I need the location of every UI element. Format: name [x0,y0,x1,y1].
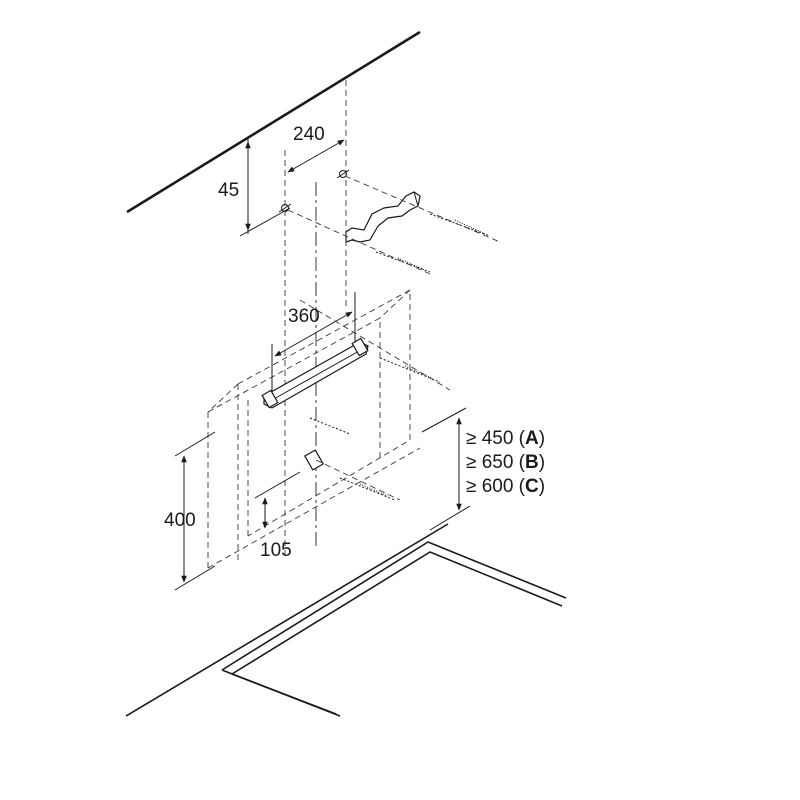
dim-400-label: 400 [164,510,196,531]
ceiling-line [126,30,421,214]
top-holes [278,169,350,213]
dim-105-label: 105 [260,540,292,561]
lower-bracket [303,449,401,501]
worktop [125,523,567,717]
clearance-a-label: ≥ 450 (A) [466,428,545,449]
clearance-c-label: ≥ 600 (C) [466,476,545,497]
dim-400: 400 [164,431,216,591]
dim-45: 45 [218,139,291,237]
canopy-outline [207,289,421,569]
dim-240-label: 240 [293,124,325,145]
middle-screws [299,299,451,435]
upper-screws [287,175,501,275]
dim-360-label: 360 [288,306,320,327]
dim-105: 105 [254,471,301,561]
clearance-b-label: ≥ 650 (B) [466,452,545,473]
dim-clearance: ≥ 450 (A) ≥ 650 (B) ≥ 600 (C) [421,407,545,531]
top-bracket [345,191,421,243]
dim-45-label: 45 [218,180,239,201]
rail-bracket [261,337,369,409]
